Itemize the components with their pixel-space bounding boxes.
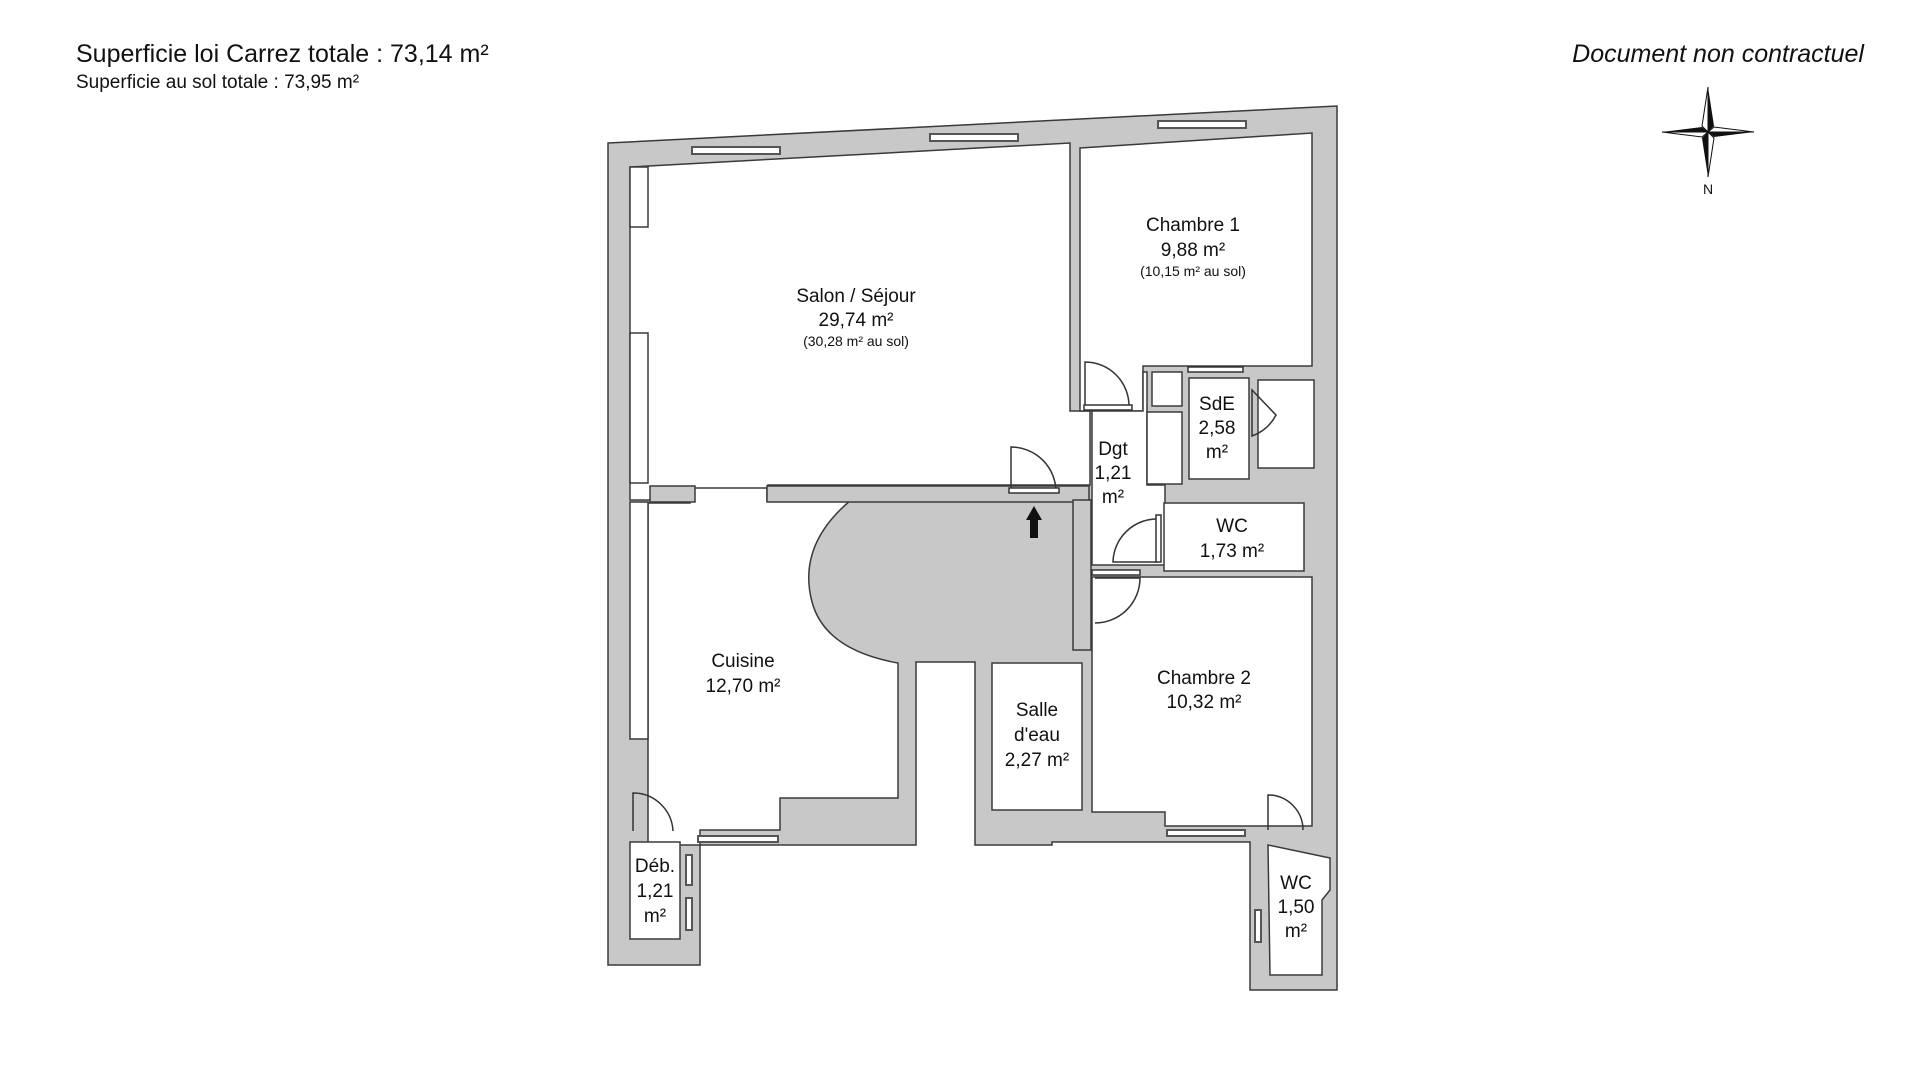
- total-floor-area: Superficie au sol totale : 73,95 m²: [76, 72, 360, 93]
- door-wc2: [1267, 794, 1304, 831]
- window-deb-1: [685, 854, 693, 886]
- cuisine-wall-left: [649, 485, 696, 503]
- deb-line2: 1,21: [637, 881, 674, 902]
- window-top-3: [1157, 120, 1247, 129]
- total-carrez-area: Superficie loi Carrez totale : 73,14 m²: [76, 40, 489, 68]
- compass-icon: N: [1661, 86, 1755, 197]
- sde-side-void: [1257, 379, 1315, 469]
- room-labels: Salon / Séjour 29,74 m² (30,28 m² au sol…: [635, 215, 1315, 942]
- deb-void: [629, 841, 681, 940]
- wc1-name: WC: [1216, 516, 1248, 537]
- door-wc1-sill: [1155, 514, 1162, 563]
- sde-void: [1188, 377, 1250, 480]
- door-chambre2: [1094, 577, 1141, 624]
- window-top-2: [929, 133, 1019, 142]
- left-window-panel-2: [629, 332, 649, 484]
- window-deb-2: [685, 897, 693, 931]
- door-wc1: [1112, 518, 1158, 563]
- entry-arrow-icon: [1026, 506, 1042, 538]
- windows: [685, 120, 1262, 943]
- cuisine-void: [647, 487, 899, 846]
- salle-eau-line1: Salle: [1016, 700, 1058, 721]
- dgt-mid-void: [1146, 411, 1183, 485]
- dgt-small-void: [1151, 371, 1183, 407]
- door-entry-sill: [1008, 487, 1060, 494]
- door-chambre1-sill: [1083, 404, 1133, 411]
- chambre1-void: [1079, 132, 1313, 412]
- window-bottom-2: [1166, 829, 1246, 837]
- wc1-void: [1163, 502, 1305, 572]
- salon-floor: (30,28 m² au sol): [803, 333, 909, 349]
- wc2-line3: m²: [1285, 921, 1307, 942]
- window-top-1: [691, 146, 781, 155]
- dgt-line3: m²: [1102, 487, 1124, 508]
- cuisine-area: 12,70 m²: [706, 676, 781, 697]
- salon-area: 29,74 m²: [819, 310, 894, 331]
- sde-line3: m²: [1206, 442, 1228, 463]
- chambre1-area: 9,88 m²: [1161, 240, 1225, 261]
- door-chambre2-sill: [1091, 569, 1141, 576]
- wc2-line1: WC: [1280, 873, 1312, 894]
- chambre1-name: Chambre 1: [1146, 215, 1240, 236]
- wc2-line2: 1,50: [1278, 897, 1315, 918]
- disclaimer: Document non contractuel: [1572, 40, 1864, 68]
- chambre1-floor: (10,15 m² au sol): [1140, 263, 1246, 279]
- door-chambre1: [1084, 361, 1130, 407]
- cuisine-name: Cuisine: [711, 651, 774, 672]
- sde-line2: 2,58: [1199, 418, 1236, 439]
- door-sde-sill: [1187, 366, 1244, 373]
- chambre2-name: Chambre 2: [1157, 668, 1251, 689]
- salon-name: Salon / Séjour: [796, 286, 916, 307]
- room-voids: [629, 132, 1331, 976]
- left-window-panel-1: [629, 166, 649, 228]
- salle-eau-line2: d'eau: [1014, 725, 1060, 746]
- salle-eau-void: [991, 662, 1083, 811]
- door-sde: [1251, 388, 1277, 438]
- deb-line1: Déb.: [635, 856, 675, 877]
- wc2-void: [1267, 844, 1331, 976]
- salle-eau-line3: 2,27 m²: [1005, 750, 1069, 771]
- door-entry: [1010, 446, 1057, 493]
- chambre2-void: [1091, 576, 1313, 827]
- door-cuisine: [632, 792, 674, 832]
- chambre2-area: 10,32 m²: [1167, 692, 1242, 713]
- window-wc2: [1254, 909, 1262, 943]
- doors: [632, 361, 1304, 832]
- dgt-line2: 1,21: [1095, 463, 1132, 484]
- compass-label: N: [1703, 181, 1713, 197]
- center-pillar: [1072, 499, 1092, 651]
- wc1-area: 1,73 m²: [1200, 541, 1264, 562]
- dgt-line1: Dgt: [1098, 439, 1128, 460]
- sde-line1: SdE: [1199, 394, 1235, 415]
- left-window-panel-3: [629, 501, 649, 740]
- deb-line3: m²: [644, 906, 666, 927]
- window-bottom-1: [697, 835, 779, 843]
